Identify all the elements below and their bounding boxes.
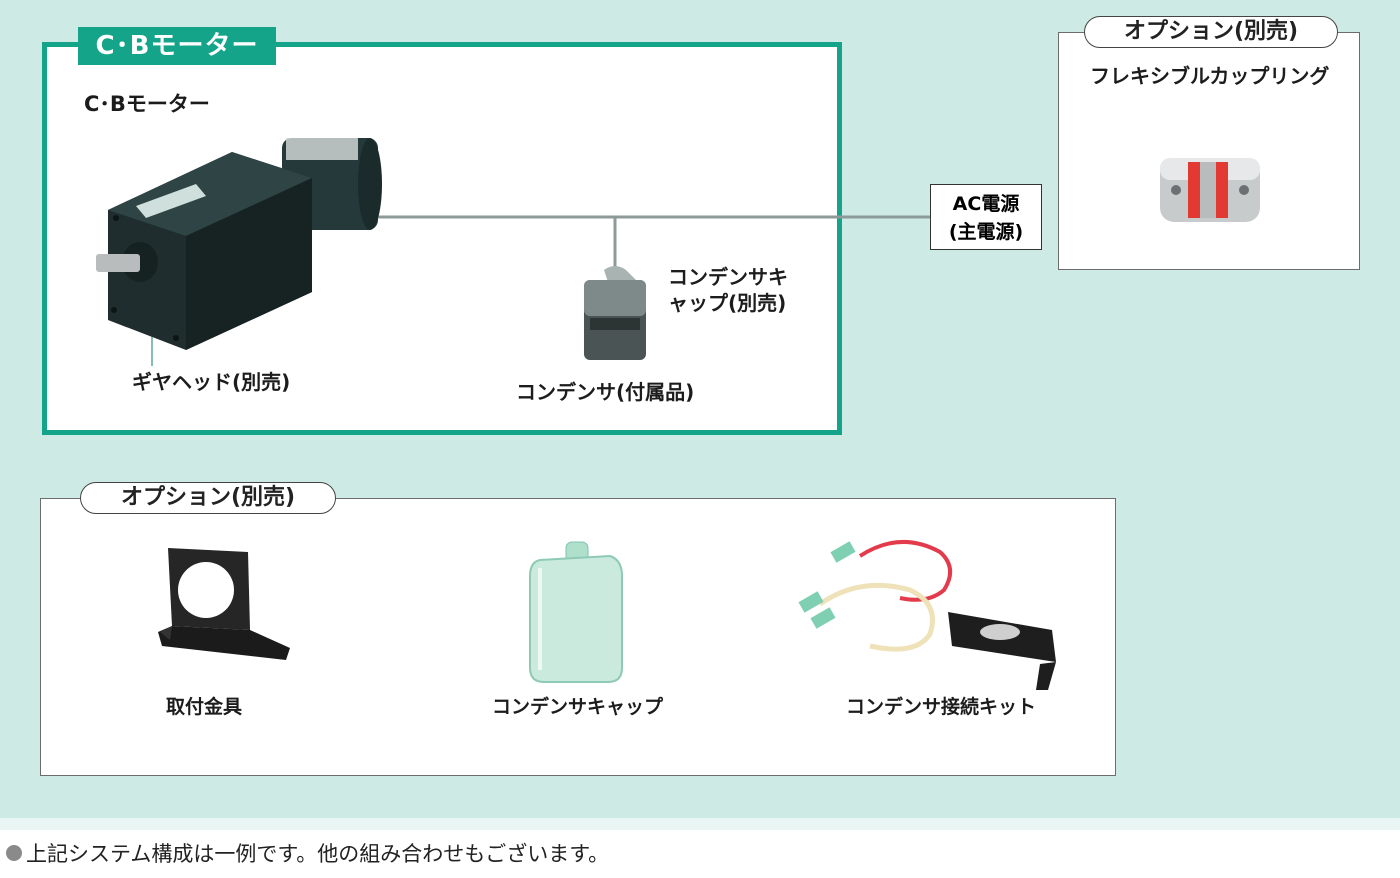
main-power-label: (主電源) — [931, 218, 1041, 246]
capacitor-icon — [584, 266, 646, 360]
capacitor-cap-option-label: コンデンサキャップ(別売) — [668, 264, 798, 316]
cb-motor-icon — [96, 138, 382, 350]
connection-kit-label: コンデンサ接続キット — [846, 692, 1036, 719]
capacitor-cap-label: コンデンサキャップ — [492, 692, 663, 719]
ac-power-box: AC電源 (主電源) — [930, 184, 1042, 250]
mounting-bracket-label: 取付金具 — [166, 692, 242, 719]
capacitor-cap-icon — [530, 542, 622, 682]
flexible-coupling-icon — [1160, 158, 1260, 222]
capacitor-label: コンデンサ(付属品) — [516, 376, 694, 405]
mounting-bracket-icon — [158, 548, 290, 660]
footnote-text: 上記システム構成は一例です。他の組み合わせもございます。 — [26, 838, 609, 868]
bullet-icon — [6, 845, 22, 861]
ac-power-label: AC電源 — [931, 190, 1041, 218]
gearhead-label: ギヤヘッド(別売) — [132, 366, 290, 395]
footnote: 上記システム構成は一例です。他の組み合わせもございます。 — [6, 838, 609, 868]
connection-kit-icon — [798, 541, 1056, 690]
